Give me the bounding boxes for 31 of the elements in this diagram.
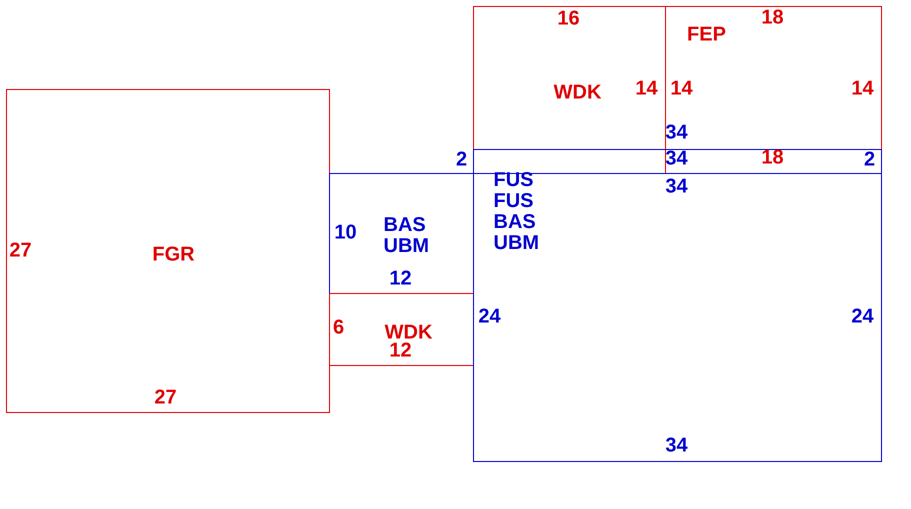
dimension-value: FEP [687,24,726,45]
dimension-value: FGR [152,244,195,265]
room-outline [6,89,330,413]
room-outline [665,6,882,150]
dimension-value: 24 [478,306,501,327]
room-outline [473,173,882,462]
dimension-value: 6 [332,317,344,338]
dimension-value: 14 [635,78,658,99]
dimension-value: 24 [851,306,874,327]
dimension-value: 10 [334,222,357,243]
room-outline [329,293,474,366]
room-outline [473,6,666,174]
dimension-value: 2 [864,149,876,170]
dimension-value: 34 [665,176,688,197]
dimension-value: WDK [384,322,432,343]
dimension-value: 18 [761,7,784,28]
dimension-value: 34 [665,148,688,169]
dimension-value: WDK [554,82,602,103]
dimension-value: 2 [456,149,468,170]
dimension-value: 14 [851,78,874,99]
room-codes: BAS UBM [384,214,430,256]
dimension-value: 18 [761,147,784,168]
dimension-value: 27 [154,387,177,408]
dimension-value: 34 [665,435,688,456]
dimension-value: 14 [670,78,693,99]
dimension-value: 34 [665,122,688,143]
dimension-value: 27 [9,240,32,261]
room-outline [329,173,474,294]
dimension-value: 12 [389,340,412,361]
dimension-value: 16 [557,8,580,29]
dimension-value: 12 [389,268,412,289]
